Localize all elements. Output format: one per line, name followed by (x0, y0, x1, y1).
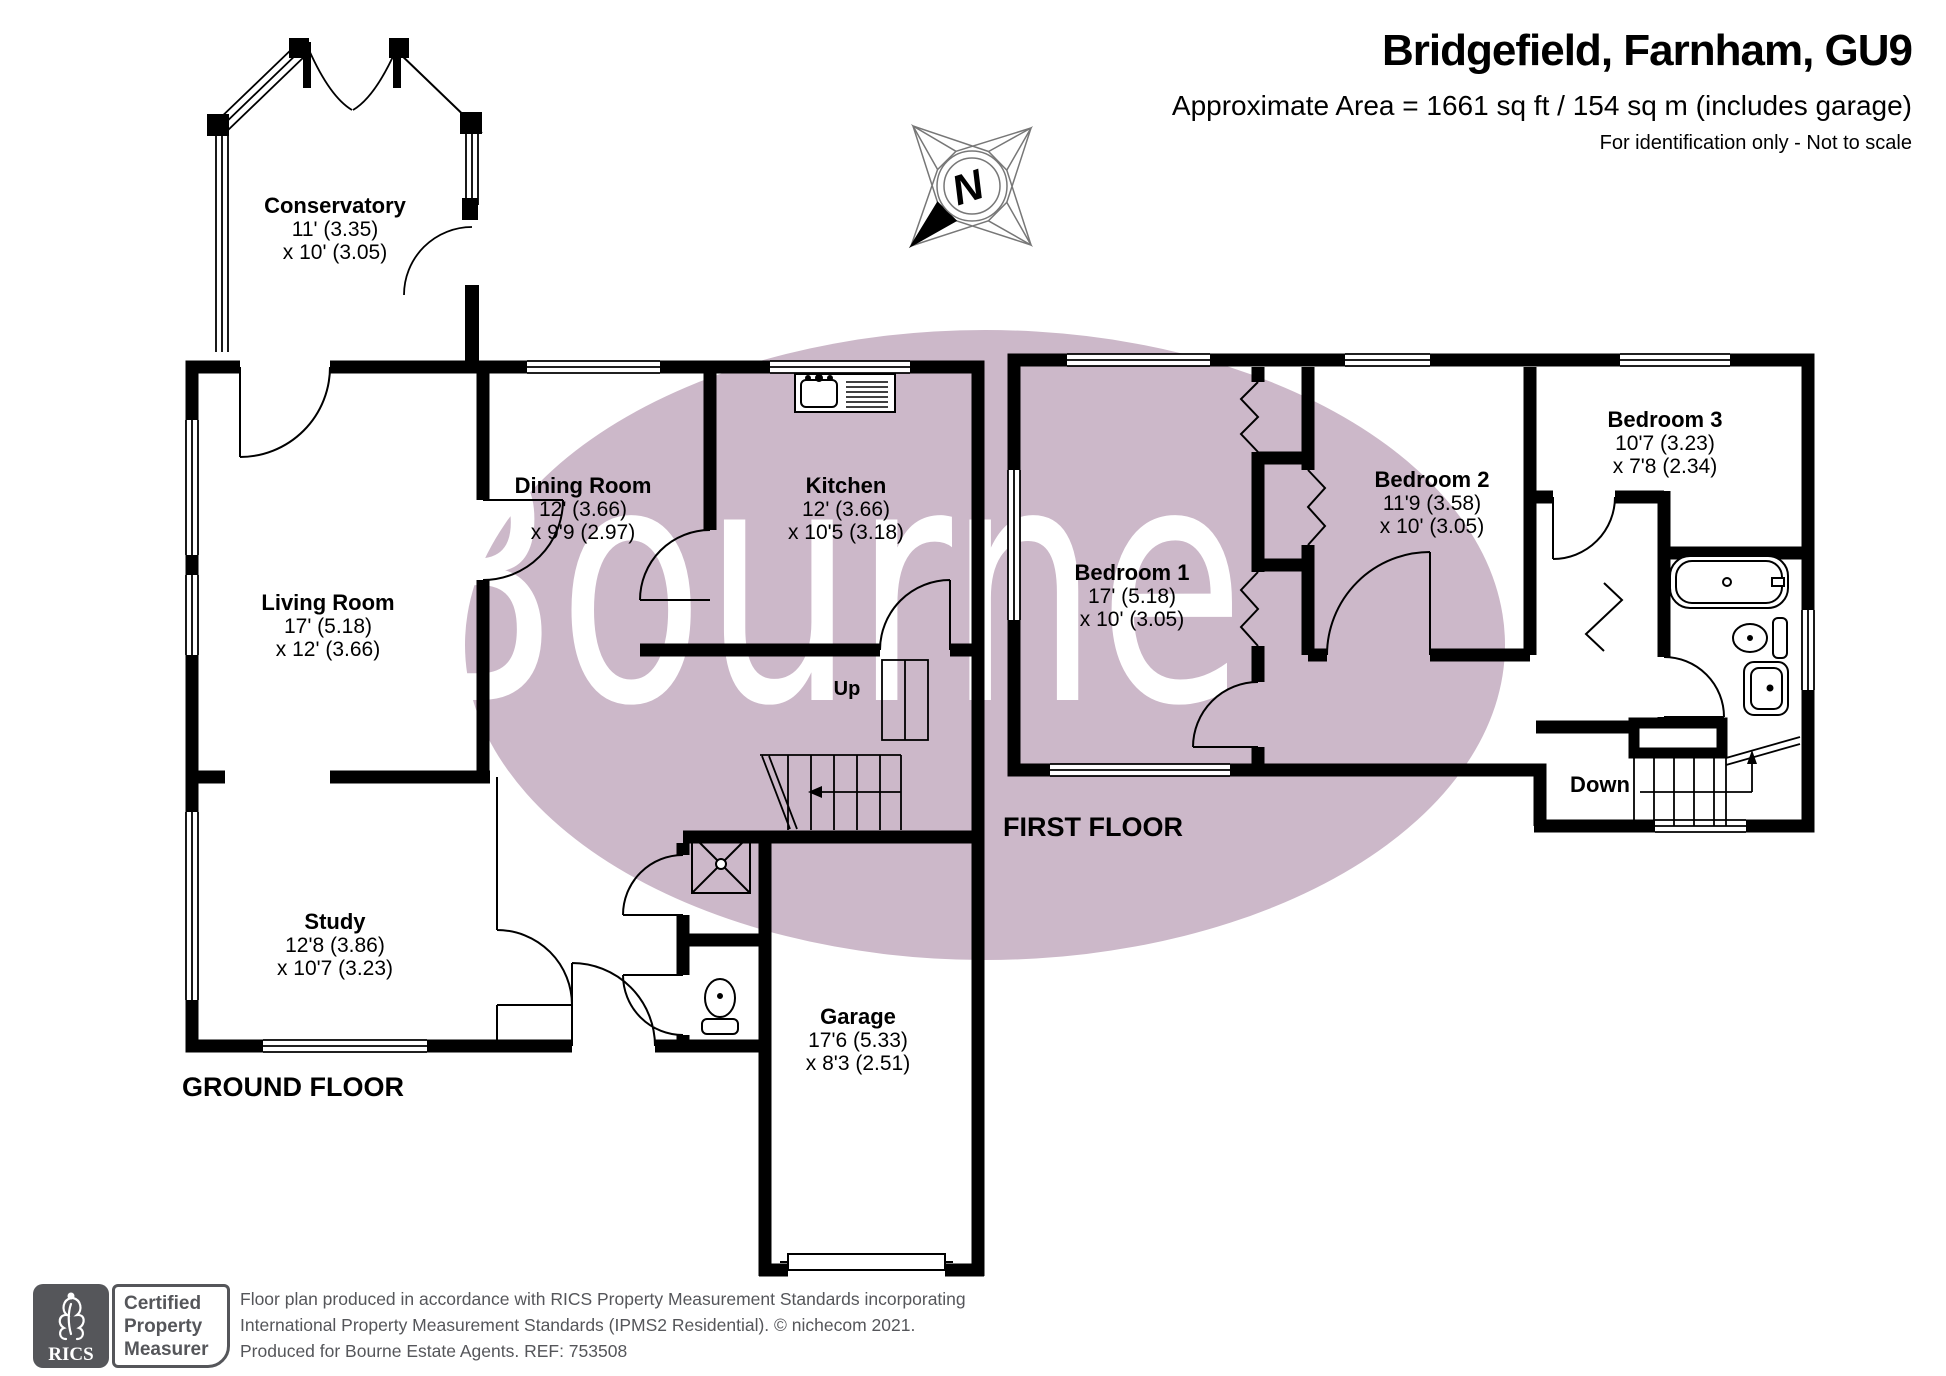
footer-line: International Property Measurement Stand… (240, 1315, 916, 1335)
ground-floor-label: GROUND FLOOR (182, 1072, 404, 1102)
area-subtitle: Approximate Area = 1661 sq ft / 154 sq m… (1171, 90, 1912, 121)
room-dim: x 10' (3.05) (1079, 608, 1185, 631)
first-windows (1007, 353, 1815, 833)
bathtub-icon (1669, 555, 1789, 609)
room-name: Living Room (261, 590, 395, 615)
room-dim: 12' (3.66) (801, 497, 891, 521)
certified-measurer-badge: Certified Property Measurer (112, 1284, 230, 1368)
room-name: Bedroom 2 (1374, 467, 1490, 492)
first-floor-label: FIRST FLOOR (1003, 812, 1183, 842)
room-label-kitchen: Kitchen 12' (3.66) x 10'5 (3.18) (788, 474, 904, 545)
room-dim: x 7'8 (2.34) (1612, 455, 1718, 478)
room-dim: x 10' (3.05) (282, 241, 388, 264)
room-dim: x 10' (3.05) (1379, 515, 1485, 538)
room-label-study: Study 12'8 (3.86) x 10'7 (3.23) (277, 910, 393, 981)
room-name: Study (304, 909, 366, 934)
room-name: Bedroom 3 (1607, 407, 1723, 432)
room-dim: 11'9 (3.58) (1382, 491, 1482, 515)
room-dim: 12'8 (3.86) (285, 933, 385, 957)
stairs-down-label: Down (1570, 772, 1630, 797)
room-dim: 17' (5.18) (1087, 584, 1177, 608)
room-dim: 17' (5.18) (283, 614, 373, 638)
room-dim: 17'6 (5.33) (808, 1028, 908, 1052)
first-floor-plan (1007, 353, 1815, 833)
toilet-icon-first (1732, 617, 1788, 659)
wardrobe-bifold-doors (1239, 381, 1624, 652)
room-label-conservatory: Conservatory 11' (3.35) x 10' (3.05) (264, 194, 406, 265)
shower-tray-icon (691, 834, 751, 894)
garage-door (780, 1253, 953, 1271)
conservatory-structure (207, 38, 483, 365)
ground-floor-plan (185, 38, 985, 1277)
first-walls (1007, 353, 1815, 833)
room-label-bedroom1: Bedroom 1 17' (5.18) x 10' (3.05) (1075, 561, 1190, 632)
room-name: Conservatory (264, 193, 406, 218)
watermark-text: Bourne (395, 394, 1244, 778)
kitchen-sink-icon (794, 373, 896, 413)
stairs-up-label: Up (833, 678, 861, 700)
sink-icon (1743, 661, 1789, 716)
disclaimer: For identification only - Not to scale (1599, 132, 1912, 154)
room-dim: x 12' (3.66) (275, 638, 381, 661)
svg-text:RICS: RICS (48, 1344, 93, 1365)
toilet-icon-ground (701, 978, 739, 1035)
room-label-garage: Garage 17'6 (5.33) x 8'3 (2.51) (806, 1005, 910, 1076)
staircase-up (760, 659, 929, 830)
ground-walls (185, 360, 985, 1277)
room-label-living: Living Room 17' (5.18) x 12' (3.66) (261, 591, 394, 662)
watermark: Bourne (395, 330, 1505, 960)
room-dim: x 10'5 (3.18) (787, 521, 905, 544)
page-title: Bridgefield, Farnham, GU9 (1382, 26, 1913, 75)
room-dim: 10'7 (3.23) (1615, 431, 1715, 455)
badge-line: Certified (124, 1293, 202, 1314)
room-name: Kitchen (805, 473, 887, 498)
footer-line: Produced for Bourne Estate Agents. REF: … (240, 1341, 628, 1361)
room-dim: 11' (3.35) (291, 217, 379, 241)
footer-disclaimer: Floor plan produced in accordance with R… (240, 1286, 966, 1364)
room-dim: x 9'9 (2.97) (530, 521, 636, 544)
watermark-ellipse (465, 330, 1505, 960)
staircase-down (1628, 717, 1801, 826)
room-dim: 12' (3.66) (538, 497, 628, 521)
rics-lion-icon: RICS (48, 1292, 94, 1365)
compass-rose-icon: N (908, 123, 1033, 249)
room-dim: x 8'3 (2.51) (805, 1052, 911, 1075)
badge-line: Property (124, 1316, 203, 1337)
room-label-bedroom3: Bedroom 3 10'7 (3.23) x 7'8 (2.34) (1608, 408, 1723, 479)
first-doors (1192, 496, 1725, 748)
room-label-bedroom2: Bedroom 2 11'9 (3.58) x 10' (3.05) (1375, 468, 1490, 539)
room-name: Dining Room (514, 473, 652, 498)
header: Bridgefield, Farnham, GU9 Approximate Ar… (1171, 26, 1913, 155)
room-label-dining: Dining Room 12' (3.66) x 9'9 (2.97) (515, 474, 652, 545)
conservatory-posts (207, 38, 482, 365)
ground-windows (185, 360, 910, 1053)
badge-line: Measurer (124, 1339, 209, 1360)
room-dim: x 10'7 (3.23) (276, 957, 394, 980)
rics-logo: RICS (33, 1284, 109, 1368)
footer-line: Floor plan produced in accordance with R… (240, 1289, 966, 1309)
room-name: Bedroom 1 (1074, 560, 1190, 585)
room-name: Garage (820, 1004, 896, 1029)
ground-doors (239, 366, 951, 1047)
